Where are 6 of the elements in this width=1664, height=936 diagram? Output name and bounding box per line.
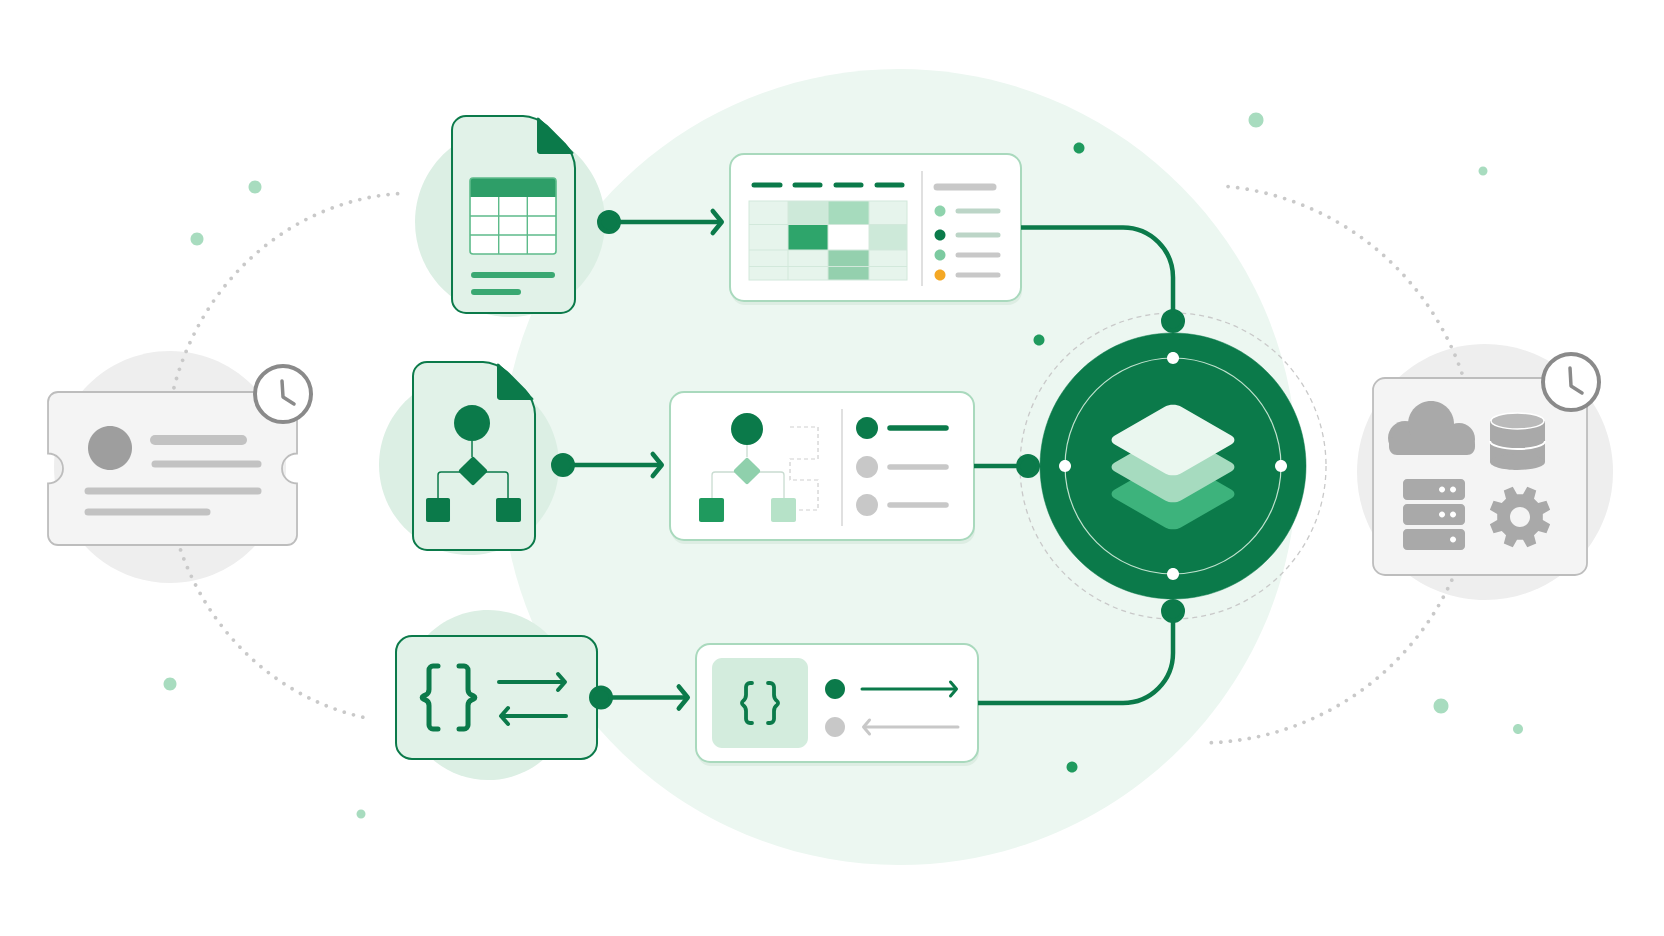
arrow xyxy=(597,208,724,236)
arrow xyxy=(589,684,690,711)
connector-line xyxy=(1021,225,1185,333)
connector-line xyxy=(978,599,1185,706)
connector-line xyxy=(974,454,1040,478)
arrow xyxy=(551,451,664,479)
